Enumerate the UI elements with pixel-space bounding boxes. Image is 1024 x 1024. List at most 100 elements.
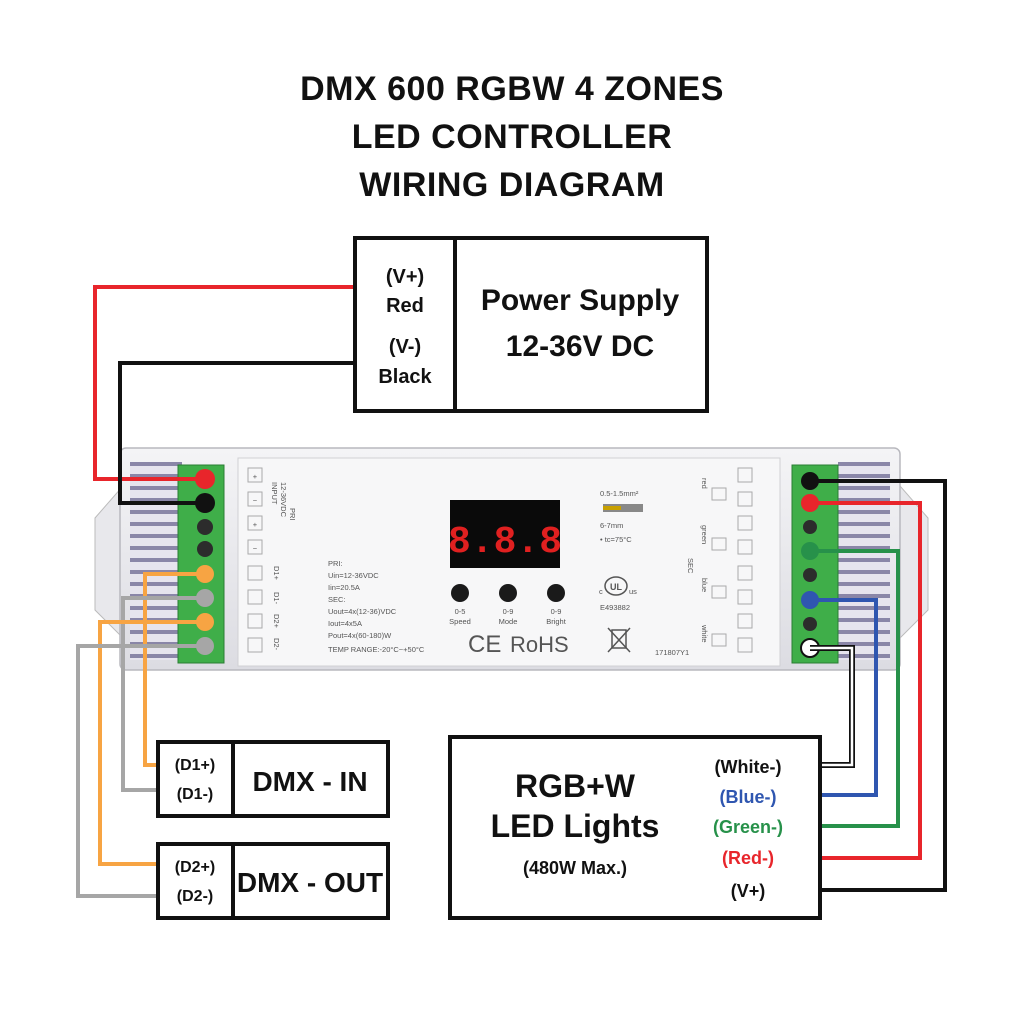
right-terminal-block bbox=[791, 464, 839, 664]
bright-range: 0-9 bbox=[551, 607, 562, 616]
led-lights-box: RGB+W LED Lights (480W Max.) (White-) (B… bbox=[448, 735, 822, 920]
ps-red-label: Red bbox=[386, 295, 424, 317]
channel-red-label: red bbox=[700, 478, 709, 489]
plus-marker-box bbox=[247, 515, 263, 531]
led-red-label: (Red-) bbox=[722, 848, 774, 868]
channel-bracket-icons bbox=[711, 487, 727, 647]
left-heat-fins bbox=[130, 462, 182, 660]
dmx-out-box: (D2+) (D2-) DMX - OUT bbox=[156, 842, 390, 920]
sec-side-label: SEC bbox=[686, 558, 695, 574]
wire-power-black bbox=[118, 361, 355, 505]
minus-marker: − bbox=[253, 544, 258, 553]
ps-vminus-label: (V-) bbox=[389, 336, 421, 358]
d-marker-box bbox=[247, 589, 263, 605]
mode-button[interactable] bbox=[499, 584, 517, 602]
mode-range: 0-9 bbox=[503, 607, 514, 616]
model-code: 171807Y1 bbox=[655, 648, 689, 657]
terminal-screw bbox=[803, 520, 817, 534]
title-line-2: LED CONTROLLER bbox=[351, 118, 673, 156]
spec-pout: Pout=4x(60-180)W bbox=[328, 631, 392, 640]
plus-marker: + bbox=[253, 472, 258, 481]
d2plus-terminal-label: D2+ bbox=[272, 614, 281, 629]
wire-d2minus-gray bbox=[76, 644, 205, 898]
ul-c-mark: c bbox=[599, 587, 603, 596]
output-channel-markings: SEC red green blue white bbox=[686, 467, 753, 653]
wire-led-blue bbox=[810, 598, 878, 797]
ul-us-mark: us bbox=[629, 587, 637, 596]
d1plus-terminal-label: D1+ bbox=[272, 566, 281, 581]
certification-marks: CE RoHS c UL us E493882 171807Y1 bbox=[468, 576, 689, 658]
minus-marker: − bbox=[253, 496, 258, 505]
title-line-1: DMX 600 RGBW 4 ZONES bbox=[300, 70, 724, 108]
input-voltage-label: 12-36VDC bbox=[279, 482, 288, 518]
speed-label: Speed bbox=[449, 617, 471, 626]
led-display: 8.8.8 bbox=[448, 500, 562, 568]
plus-marker: + bbox=[253, 520, 258, 529]
d2minus-terminal-label: D2- bbox=[272, 638, 281, 651]
ps-black-label: Black bbox=[378, 366, 432, 388]
bright-button[interactable] bbox=[547, 584, 565, 602]
title-line-3: WIRING DIAGRAM bbox=[359, 166, 665, 204]
wire-led-red bbox=[810, 501, 922, 860]
left-terminal-block bbox=[177, 464, 225, 664]
input-terminal-markings: + − + − INPUT 12-36VDC PRI D1+ D1- D2+ D… bbox=[247, 467, 297, 653]
dmx-out-d2minus: (D2-) bbox=[177, 888, 213, 905]
weee-bin-icon bbox=[607, 627, 631, 653]
wire-power-red bbox=[93, 285, 355, 481]
dmx-out-frame bbox=[156, 842, 390, 920]
wire-strip-icon bbox=[603, 504, 643, 512]
dmx-out-label: DMX - OUT bbox=[237, 867, 383, 898]
channel-green-label: green bbox=[700, 525, 709, 544]
spec-iout: Iout=4x5A bbox=[328, 619, 362, 628]
spec-text: PRI: Uin=12-36VDC Iin=20.5A SEC: Uout=4x… bbox=[328, 559, 425, 654]
control-buttons: 0-5 Speed 0-9 Mode 0-9 Bright bbox=[449, 584, 567, 626]
spec-pri: PRI: bbox=[328, 559, 343, 568]
dmx-in-frame bbox=[156, 740, 390, 818]
led-green-label: (Green-) bbox=[713, 817, 783, 837]
wire-size: 0.5-1.5mm² bbox=[600, 489, 639, 498]
rohs-mark: RoHS bbox=[510, 632, 569, 657]
dmx-in-d1plus: (D1+) bbox=[175, 757, 215, 774]
d-marker-box bbox=[247, 613, 263, 629]
ul-letters: UL bbox=[610, 582, 622, 592]
minus-marker-box bbox=[737, 637, 753, 653]
mode-label: Mode bbox=[499, 617, 518, 626]
led-max-power: (480W Max.) bbox=[523, 858, 627, 878]
led-title-1: RGB+W bbox=[515, 768, 636, 804]
strip-length: 6-7mm bbox=[600, 521, 623, 530]
ps-vplus-label: (V+) bbox=[386, 266, 424, 288]
plus-marker-box bbox=[737, 613, 753, 629]
terminal-screw bbox=[803, 568, 817, 582]
dmx-in-box: (D1+) (D1-) DMX - IN bbox=[156, 740, 390, 818]
input-label: INPUT bbox=[270, 482, 279, 505]
channel-blue-label: blue bbox=[700, 578, 709, 592]
spec-uout: Uout=4x(12-36)VDC bbox=[328, 607, 397, 616]
power-supply-frame bbox=[353, 236, 709, 413]
d-marker-box bbox=[247, 565, 263, 581]
speed-button[interactable] bbox=[451, 584, 469, 602]
plus-marker-box bbox=[737, 515, 753, 531]
ul-logo-icon bbox=[604, 576, 628, 596]
spec-iin: Iin=20.5A bbox=[328, 583, 360, 592]
dmx-in-label: DMX - IN bbox=[252, 766, 367, 797]
led-lights-frame bbox=[448, 735, 822, 920]
led-title-2: LED Lights bbox=[491, 808, 660, 844]
d1minus-terminal-label: D1- bbox=[272, 592, 281, 605]
channel-white-label: white bbox=[700, 624, 709, 643]
wire-led-white bbox=[810, 646, 854, 767]
spec-temp: TEMP RANGE:-20°C~+50°C bbox=[328, 645, 425, 654]
right-heat-fins bbox=[838, 462, 890, 660]
right-terminal-body bbox=[791, 464, 839, 664]
led-vplus-label: (V+) bbox=[731, 881, 766, 901]
wire-d2plus-orange bbox=[98, 620, 205, 866]
minus-marker-box bbox=[737, 491, 753, 507]
terminal-screw bbox=[197, 519, 213, 535]
minus-marker-box bbox=[247, 539, 263, 555]
wire-d1plus-orange bbox=[143, 572, 205, 767]
spec-sec: SEC: bbox=[328, 595, 346, 604]
plus-marker-box bbox=[247, 467, 263, 483]
wires bbox=[76, 285, 947, 898]
ce-mark: CE bbox=[468, 631, 501, 658]
ps-voltage: 12-36V DC bbox=[506, 330, 654, 363]
